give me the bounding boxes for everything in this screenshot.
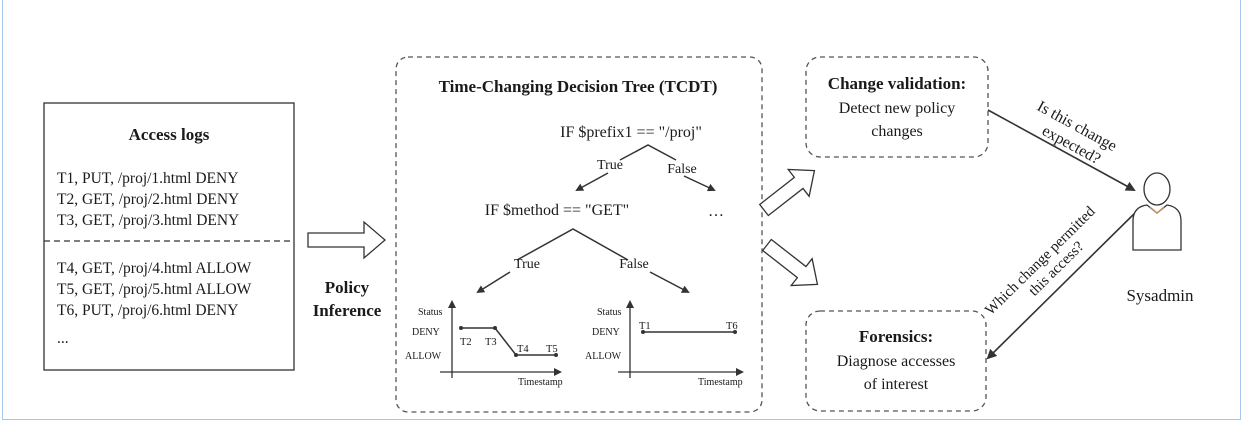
y-axis-label: Status [597,307,622,318]
tcdt-title: Time-Changing Decision Tree (TCDT) [439,77,718,96]
mark-label: T1 [639,321,651,332]
change-validation-line2: changes [871,123,923,140]
x-axis-label: Timestamp [698,377,743,388]
log-ellipsis: ... [57,330,69,347]
log-entry: T4, GET, /proj/4.html ALLOW [57,260,252,277]
point [554,353,558,357]
point [641,330,645,334]
child-branch [516,228,629,261]
root-condition: IF $prefix1 == "/proj" [560,124,702,141]
x-axis-label: Timestamp [518,377,563,388]
child-true-arrow [476,271,511,294]
change-validation-title: Change validation: [828,74,966,93]
right-status-plot: Status DENY ALLOW T1 T6 Timestamp [585,300,744,388]
forensics-line2: of interest [864,376,929,393]
validation-to-sysadmin-arrow [987,109,1136,191]
access-logs-title: Access logs [129,125,210,144]
sysadmin-to-forensics-arrow [986,209,1139,360]
child-true-label: True [514,257,540,272]
change-validation-box: Change validation: Detect new policy cha… [805,56,989,158]
mark-label: T6 [726,321,738,332]
point [459,326,463,330]
allow-label: ALLOW [585,351,622,362]
root-true-arrow [575,172,609,191]
mark-label: T5 [546,344,558,355]
sysadmin-label: Sysadmin [1126,286,1194,305]
sysadmin-person-icon [1132,172,1182,251]
child-false-arrow [649,271,690,293]
point [514,353,518,357]
policy-label: Policy [325,278,370,297]
left-status-plot: Status DENY ALLOW T2 T3 T4 T5 Timestamp [405,300,563,388]
child-false-label: False [619,257,649,272]
allow-label: ALLOW [405,351,442,362]
access-logs-box: Access logs T1, PUT, /proj/1.html DENY T… [43,102,295,371]
question-bottom: Which change permitted this access? [982,203,1099,318]
child-condition: IF $method == "GET" [485,202,629,219]
validation-arrow [758,168,816,217]
forensics-box: Forensics: Diagnose accesses of interest [805,310,987,412]
mark-label: T2 [460,337,472,348]
root-branch [619,144,677,161]
root-false-arrow [683,175,716,192]
root-true-label: True [597,158,623,173]
log-entry: T1, PUT, /proj/1.html DENY [57,170,238,187]
child-false-ellipsis: … [708,203,724,220]
log-entry: T2, GET, /proj/2.html DENY [57,191,239,208]
mark-label: T4 [517,344,529,355]
question-bottom-line1: Which change permitted [982,203,1099,318]
forensics-arrow [761,238,819,287]
log-entry: T6, PUT, /proj/6.html DENY [57,302,238,319]
deny-label: DENY [412,327,440,338]
mark-label: T3 [485,337,497,348]
point [733,330,737,334]
y-axis-label: Status [418,307,443,318]
question-top: Is this change expected? [1034,98,1119,168]
deny-label: DENY [592,327,620,338]
inference-label: Inference [313,301,382,320]
inference-arrow [307,220,386,260]
point [493,326,497,330]
change-validation-line1: Detect new policy [839,100,955,117]
log-entry: T5, GET, /proj/5.html ALLOW [57,281,252,298]
status-line [461,327,556,356]
tcdt-box: Time-Changing Decision Tree (TCDT) IF $p… [395,56,763,413]
forensics-line1: Diagnose accesses [837,353,956,370]
root-false-label: False [667,162,697,177]
forensics-title: Forensics: [859,327,933,346]
log-entry: T3, GET, /proj/3.html DENY [57,212,239,229]
